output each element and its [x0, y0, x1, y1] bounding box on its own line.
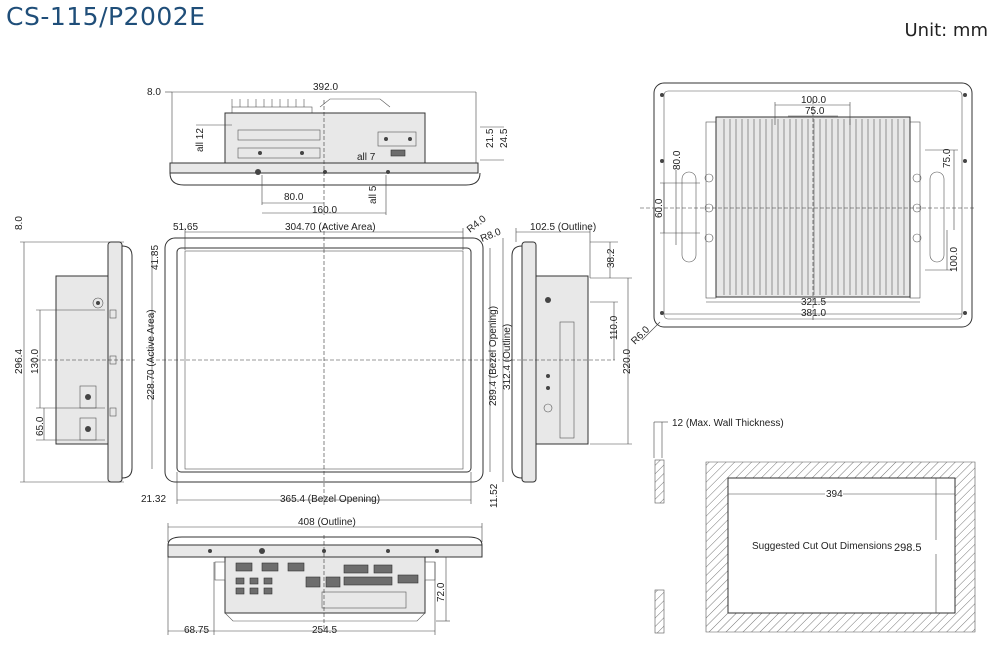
- io-ports: [235, 562, 419, 609]
- dim-bezel-h: 289.4 (Bezel Opening): [488, 306, 499, 406]
- left-side-view: 8.0 296.4 130.0 65.0: [14, 216, 135, 483]
- dim-72: 72.0: [436, 582, 447, 602]
- dim-160: 160.0: [312, 205, 337, 216]
- dim-110: 110.0: [609, 315, 620, 340]
- dim-8-left: 8.0: [14, 216, 25, 230]
- dim-active-area-w: 304.70 (Active Area): [285, 222, 376, 233]
- dim-80-rear: 80.0: [672, 150, 683, 170]
- dim-outline-depth: 102.5 (Outline): [530, 222, 596, 233]
- cutout-view: 12 (Max. Wall Thickness) 394 Suggested C…: [653, 418, 976, 634]
- rear-view: 100.0 75.0 60.0 80.0 75.0 100.0 321.5 38…: [629, 82, 975, 347]
- dim-100-top: 100.0: [801, 95, 826, 106]
- dim-all5: all 5: [368, 185, 379, 204]
- dim-220: 220.0: [622, 349, 633, 374]
- top-view: 8.0 392.0 80.0 160.0 all 12 all 7 all 5 …: [147, 82, 510, 216]
- dim-130: 130.0: [30, 349, 41, 374]
- dim-all12: all 12: [195, 128, 206, 152]
- dim-321-5: 321.5: [801, 297, 826, 308]
- dim-r8: R8.0: [479, 227, 503, 245]
- bottom-chassis: [224, 556, 426, 614]
- dim-11-52: 11.52: [489, 483, 500, 508]
- dim-296-4: 296.4: [14, 349, 25, 374]
- dim-outline-h: 312.4 (Outline): [502, 324, 513, 390]
- page-title: CS-115/P2002E: [6, 2, 206, 31]
- right-bezel: [521, 241, 537, 483]
- dim-8-top: 8.0: [147, 87, 161, 98]
- dim-65: 65.0: [35, 416, 46, 436]
- dim-100-right: 100.0: [949, 247, 960, 272]
- dim-r6: R6.0: [629, 324, 652, 347]
- dim-21-32: 21.32: [141, 494, 166, 505]
- dim-68-75: 68.75: [184, 625, 209, 636]
- dim-bezel-w: 365.4 (Bezel Opening): [280, 494, 380, 505]
- dim-21-5: 21.5: [485, 128, 496, 148]
- front-view: 304.70 (Active Area) 51.65 41.85 R4.0 R8…: [141, 213, 513, 508]
- bottom-view: 408 (Outline) 68.75 254.5 72.0: [167, 517, 483, 636]
- right-side-view: 102.5 (Outline) 38.2 110.0 220.0: [505, 222, 633, 483]
- rear-outline: [653, 82, 973, 328]
- wall-section-bottom: [654, 589, 665, 634]
- rear-heatsink: [715, 116, 911, 298]
- dim-60: 60.0: [654, 198, 665, 218]
- dim-24-5: 24.5: [499, 128, 510, 148]
- cutout-height: 298.5: [894, 542, 922, 554]
- wall-thickness-label: 12 (Max. Wall Thickness): [672, 418, 784, 429]
- dim-254-5: 254.5: [312, 625, 337, 636]
- wall-section-top: [654, 459, 665, 504]
- dim-active-area-h: 228.70 (Active Area): [146, 309, 157, 400]
- cutout-width: 394: [826, 489, 843, 500]
- dim-80: 80.0: [284, 192, 304, 203]
- heatsink-fins: [231, 98, 391, 114]
- rear-fins: [723, 119, 905, 295]
- dim-38-2: 38.2: [606, 248, 617, 268]
- dim-408: 408 (Outline): [298, 517, 356, 528]
- dim-75-top: 75.0: [805, 106, 825, 117]
- dim-all7: all 7: [357, 152, 376, 163]
- dim-381: 381.0: [801, 308, 826, 319]
- dim-41-85: 41.85: [150, 245, 161, 270]
- dim-75-right: 75.0: [942, 148, 953, 168]
- unit-label: Unit: mm: [904, 20, 989, 41]
- dim-51-65: 51.65: [173, 222, 198, 233]
- dim-392: 392.0: [313, 82, 338, 93]
- cutout-label: Suggested Cut Out Dimensions: [752, 541, 892, 552]
